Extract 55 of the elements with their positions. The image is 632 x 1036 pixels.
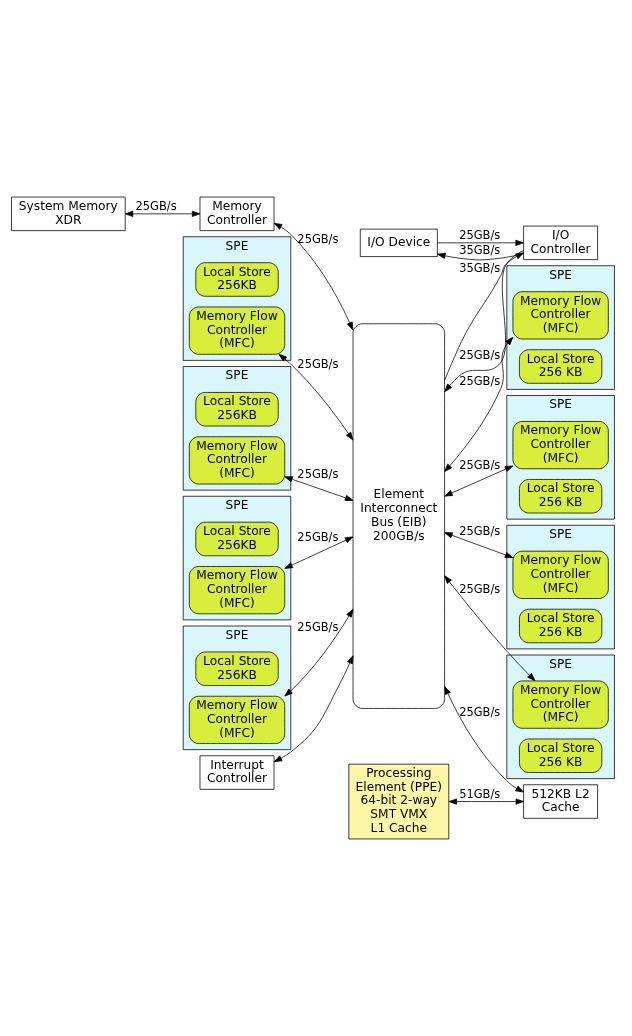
node-box: Local Store 256KB bbox=[195, 262, 279, 297]
edge-label: 25GB/s bbox=[459, 524, 501, 539]
node-box: Memory Flow Controller (MFC) bbox=[512, 421, 609, 470]
node-box: Memory Flow Controller (MFC) bbox=[512, 680, 609, 729]
node-box: Local Store 256 KB bbox=[519, 608, 603, 644]
node-box: Local Store 256KB bbox=[195, 521, 279, 557]
edge-label: 35GB/s bbox=[459, 260, 501, 275]
node-box: Local Store 256KB bbox=[195, 651, 279, 686]
node-box: Local Store 256 KB bbox=[519, 738, 603, 773]
node-box: I/O Controller bbox=[523, 225, 598, 260]
edge-label: 51GB/s bbox=[459, 786, 501, 801]
node-box: 512KB L2 Cache bbox=[523, 784, 598, 819]
arrow bbox=[284, 608, 354, 697]
node-box: Interrupt Controller bbox=[199, 755, 275, 790]
edge-label: 25GB/s bbox=[459, 347, 501, 362]
edge-label: 25GB/s bbox=[459, 457, 501, 472]
node-box: I/O Device bbox=[359, 228, 438, 257]
edge-label: 25GB/s bbox=[297, 529, 339, 544]
arrow bbox=[448, 798, 524, 805]
edge-label: 25GB/s bbox=[135, 199, 177, 214]
edge-label: 25GB/s bbox=[297, 466, 339, 481]
arrow bbox=[284, 476, 354, 501]
node-box: Processing Element (PPE) 64-bit 2-way SMT VMX L1 Cache bbox=[348, 763, 450, 840]
arrow bbox=[437, 239, 524, 246]
arrow bbox=[444, 532, 514, 558]
edge-label: 25GB/s bbox=[459, 228, 501, 243]
node-box: Memory Controller bbox=[199, 196, 275, 231]
node-box: Memory Flow Controller (MFC) bbox=[512, 550, 609, 599]
arrow bbox=[273, 222, 354, 331]
edge-label: 25GB/s bbox=[459, 373, 501, 388]
arrow bbox=[444, 465, 514, 497]
node-box: Memory Flow Controller (MFC) bbox=[188, 695, 286, 744]
node-box: Local Store 256 KB bbox=[519, 479, 603, 514]
node-box: Memory Flow Controller (MFC) bbox=[188, 306, 286, 355]
edge-label: 25GB/s bbox=[459, 705, 501, 720]
node-box: Memory Flow Controller (MFC) bbox=[188, 436, 286, 485]
edge-label: 35GB/s bbox=[459, 243, 501, 258]
node-box: Local Store 256 KB bbox=[519, 349, 603, 384]
arrow bbox=[437, 252, 524, 261]
edge-label: 25GB/s bbox=[297, 620, 339, 635]
node-box: System Memory XDR bbox=[11, 196, 126, 231]
edge-label: 25GB/s bbox=[297, 231, 339, 246]
node-box: Memory Flow Controller (MFC) bbox=[188, 566, 286, 615]
arrow bbox=[444, 686, 524, 793]
node-box: Memory Flow Controller (MFC) bbox=[512, 291, 609, 340]
arrow bbox=[444, 575, 536, 682]
node-box: Element Interconnect Bus (EIB) 200GB/s bbox=[352, 323, 445, 709]
node-box: Local Store 256KB bbox=[195, 392, 279, 427]
arrow bbox=[284, 536, 354, 569]
edge-label: 25GB/s bbox=[459, 582, 501, 597]
arrow bbox=[278, 354, 354, 441]
arrow bbox=[273, 655, 354, 763]
arrow bbox=[444, 337, 514, 472]
edge-label: 25GB/s bbox=[297, 357, 339, 372]
arrow bbox=[124, 210, 201, 217]
